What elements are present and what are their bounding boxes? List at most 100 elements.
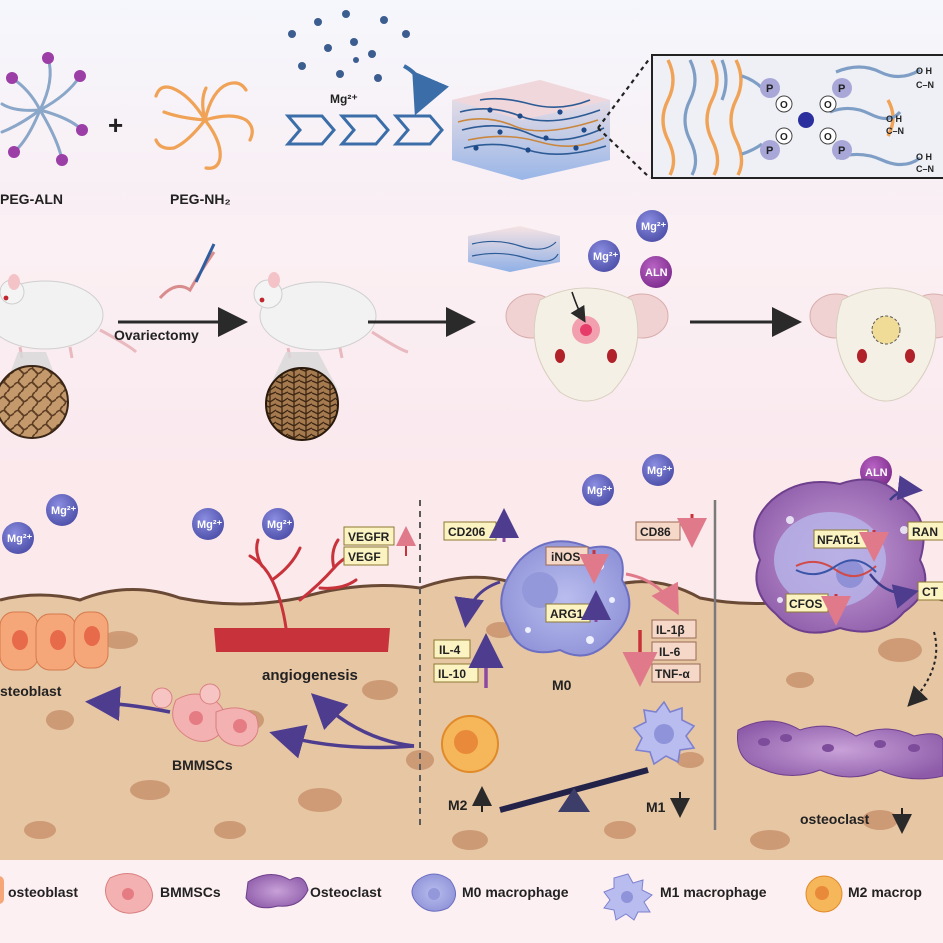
resorption-arrow xyxy=(907,631,938,707)
mg-addition-arrow xyxy=(402,64,449,116)
process-chevrons xyxy=(284,114,444,146)
osteoclast-row xyxy=(736,720,943,780)
legend-m0-label: M0 macrophage xyxy=(462,884,569,900)
m0-to-m2-arrow xyxy=(454,580,501,628)
rat-ovx xyxy=(253,272,409,359)
plus-sign: + xyxy=(108,110,123,140)
svg-text:TNF-α: TNF-α xyxy=(655,667,690,681)
osteoclast-large xyxy=(753,478,927,634)
legend-m2-icon xyxy=(805,875,843,913)
legend-osteoblast-icon xyxy=(0,876,4,904)
mg-ion-cloud xyxy=(288,10,410,82)
bone-section-osteoporotic xyxy=(265,367,339,441)
macrophage-to-vessel-arrow xyxy=(310,693,415,748)
svg-text:ALN: ALN xyxy=(645,267,668,279)
osteoblast-label: steoblast xyxy=(0,683,62,699)
mg-label: Mg²⁺ xyxy=(330,92,358,106)
inset-mg-ion xyxy=(798,112,814,128)
svg-text:IL-1β: IL-1β xyxy=(656,623,685,637)
svg-text:IL-10: IL-10 xyxy=(438,667,466,681)
legend-osteoclast-label: Osteoclast xyxy=(310,884,382,900)
rat-skull-healed xyxy=(809,287,943,402)
peg-nh2-star xyxy=(154,81,254,170)
mg-ion-bone-2: Mg²⁺ xyxy=(46,494,78,526)
mg-ion-animal-2: Mg²⁺ xyxy=(636,210,668,242)
svg-text:IL-6: IL-6 xyxy=(659,645,681,659)
cfos-box: CFOS xyxy=(785,593,829,613)
legend-m2-label: M2 macrop xyxy=(848,884,922,900)
nfatc1-box: NFATc1 xyxy=(813,529,869,549)
svg-text:Mg²⁺: Mg²⁺ xyxy=(51,505,77,517)
svg-text:CD86: CD86 xyxy=(640,525,671,539)
angiogenesis-label: angiogenesis xyxy=(262,667,358,684)
inset-o-3: O xyxy=(824,100,832,111)
legend-osteoblast-label: osteoblast xyxy=(8,884,78,900)
amide-1-top: O H xyxy=(916,66,932,76)
m0-label: M0 xyxy=(552,677,572,693)
inset-o-2: O xyxy=(780,132,788,143)
il4-box: IL-4 xyxy=(433,639,471,659)
aln-badge-animal: ALN xyxy=(640,256,672,288)
mg-ion-bone-6: Mg²⁺ xyxy=(642,454,674,486)
amide-3-bottom: C–N xyxy=(916,164,934,174)
svg-text:CFOS: CFOS xyxy=(789,597,822,611)
arg1-box: ARG1 xyxy=(545,603,591,623)
svg-text:VEGFR: VEGFR xyxy=(348,530,390,544)
bmmsc-cluster xyxy=(151,683,259,747)
peg-aln-star xyxy=(0,52,88,166)
balance-seesaw xyxy=(499,767,649,813)
amide-2-top: O H xyxy=(886,114,902,124)
svg-text:ALN: ALN xyxy=(865,467,888,479)
bone-section-healthy xyxy=(0,365,69,439)
inos-box: iNOS xyxy=(545,546,589,566)
aln-binding-arrow xyxy=(889,475,923,501)
ctsk-box: CT xyxy=(917,581,943,601)
tnfa-box: TNF-α xyxy=(651,663,701,683)
svg-text:Mg²⁺: Mg²⁺ xyxy=(593,251,619,263)
svg-text:Mg²⁺: Mg²⁺ xyxy=(641,221,667,233)
peg-nh2-label: PEG-NH₂ xyxy=(170,191,231,207)
amide-1-bottom: C–N xyxy=(916,80,934,90)
svg-text:Mg²⁺: Mg²⁺ xyxy=(587,485,613,497)
svg-text:CD206: CD206 xyxy=(448,525,486,539)
legend-bmmscs-label: BMMSCs xyxy=(160,884,221,900)
osteoblast-cluster xyxy=(0,611,109,671)
blood-vessel xyxy=(214,538,390,652)
legend-background xyxy=(0,860,943,943)
svg-text:iNOS: iNOS xyxy=(551,550,580,564)
svg-text:CT: CT xyxy=(922,585,939,599)
inset-o-4: O xyxy=(824,132,832,143)
inset-p-4: P xyxy=(838,145,845,157)
cd206-box: CD206 xyxy=(443,521,497,541)
peg-aln-label: PEG-ALN xyxy=(0,191,63,207)
m2-macrophage xyxy=(441,715,499,773)
m1-macrophage xyxy=(632,700,696,766)
amide-3-top: O H xyxy=(916,152,932,162)
mg-ion-bone-4: Mg²⁺ xyxy=(262,508,294,540)
ovariectomy-tool xyxy=(158,243,216,300)
svg-text:Mg²⁺: Mg²⁺ xyxy=(647,465,673,477)
mg-ion-bone-5: Mg²⁺ xyxy=(582,474,614,506)
inset-p-1: P xyxy=(766,83,773,95)
zoom-dotted-lines xyxy=(597,57,651,179)
differentiation-arrow xyxy=(85,685,171,721)
m1-label: M1 xyxy=(646,799,666,815)
ctsk-arrow xyxy=(869,573,919,609)
svg-text:NFATc1: NFATc1 xyxy=(817,533,860,547)
svg-text:IL-4: IL-4 xyxy=(439,643,461,657)
il1b-box: IL-1β xyxy=(651,619,697,639)
il6-box: IL-6 xyxy=(651,641,697,661)
ovariectomy-label: Ovariectomy xyxy=(114,327,199,343)
legend: osteoblast BMMSCs Osteoclast M0 macropha… xyxy=(0,873,922,921)
amide-2-bottom: C–N xyxy=(886,126,904,136)
inset-o-1: O xyxy=(780,100,788,111)
mg-ion-bone-3: Mg²⁺ xyxy=(192,508,224,540)
inset-p-2: P xyxy=(766,145,773,157)
il10-box: IL-10 xyxy=(433,663,479,683)
svg-text:Mg²⁺: Mg²⁺ xyxy=(7,533,33,545)
vegf-box: VEGF xyxy=(343,546,389,566)
legend-bmmsc-icon xyxy=(105,873,153,914)
svg-text:VEGF: VEGF xyxy=(348,550,381,564)
cd86-box: CD86 xyxy=(635,521,681,541)
